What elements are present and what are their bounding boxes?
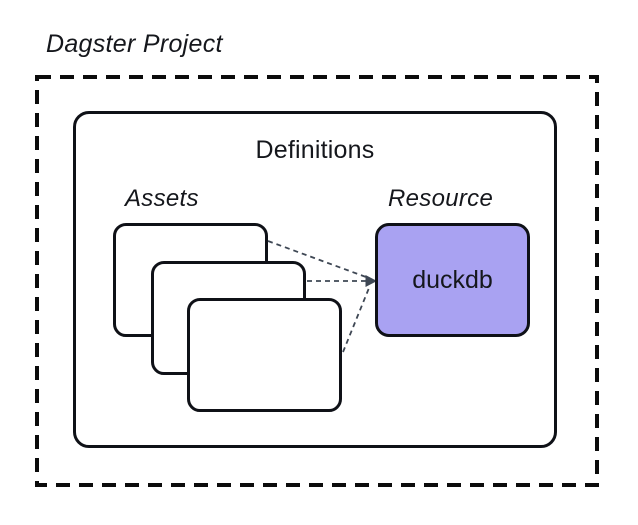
- assets-label: Assets: [125, 185, 199, 212]
- resource-label: Resource: [388, 185, 494, 212]
- asset-card-3: [187, 298, 342, 412]
- resource-box-label: duckdb: [412, 265, 493, 294]
- project-title: Dagster Project: [46, 30, 223, 58]
- resource-box-duckdb: duckdb: [375, 223, 530, 337]
- definitions-title: Definitions: [255, 136, 375, 164]
